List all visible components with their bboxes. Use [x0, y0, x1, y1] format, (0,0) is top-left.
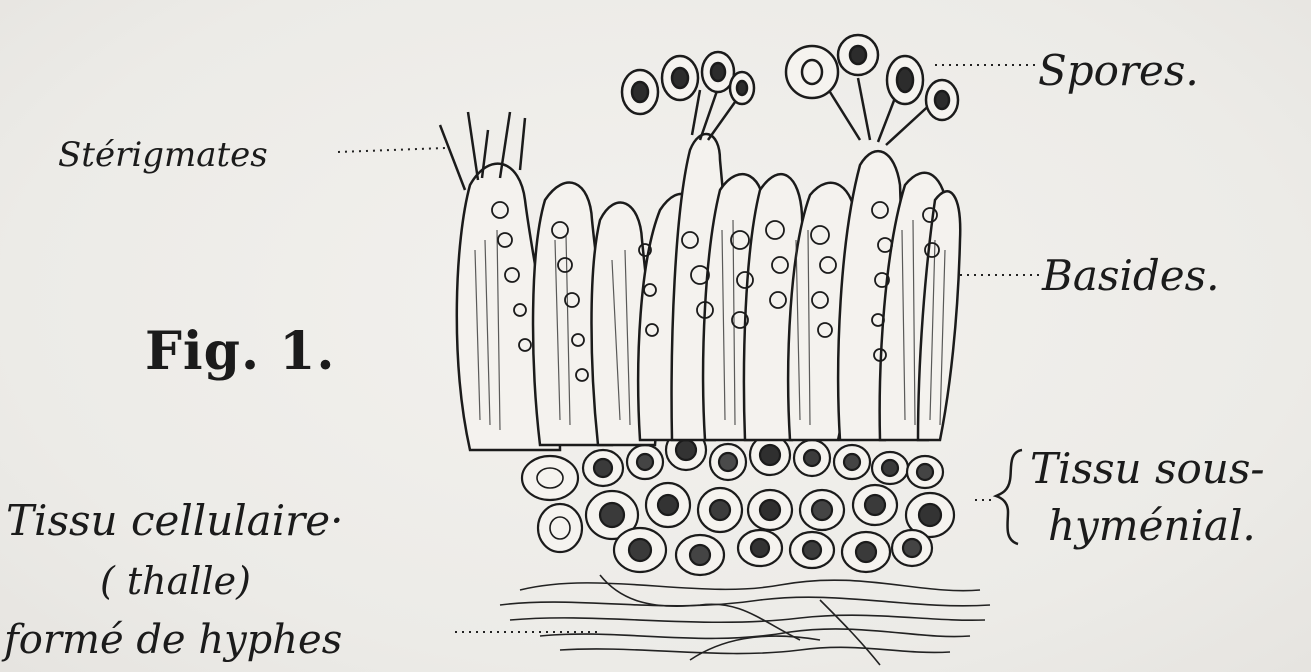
label-tissu-cellulaire-line2: ( thalle)	[100, 562, 251, 600]
label-tissu-sous-hymenial-line2: hyménial.	[1048, 505, 1256, 547]
label-tissu-sous-hymenial-line1: Tissu sous-	[1030, 448, 1265, 490]
label-spores: Spores.	[1038, 50, 1199, 92]
basidia	[457, 134, 960, 450]
leader-sterigmates	[338, 148, 445, 152]
subhymenial-cells	[522, 430, 954, 575]
figure-title: Fig. 1.	[145, 326, 336, 378]
label-sterigmates: Stérigmates	[58, 138, 268, 172]
spores	[622, 35, 958, 120]
hyphae-threads	[500, 575, 990, 665]
label-tissu-cellulaire-line1: Tissu cellulaire·	[6, 500, 343, 542]
brace-tissu-sous-hymenial	[996, 450, 1022, 544]
label-basides: Basides.	[1042, 255, 1220, 297]
label-tissu-cellulaire-line3: formé de hyphes	[4, 620, 342, 660]
